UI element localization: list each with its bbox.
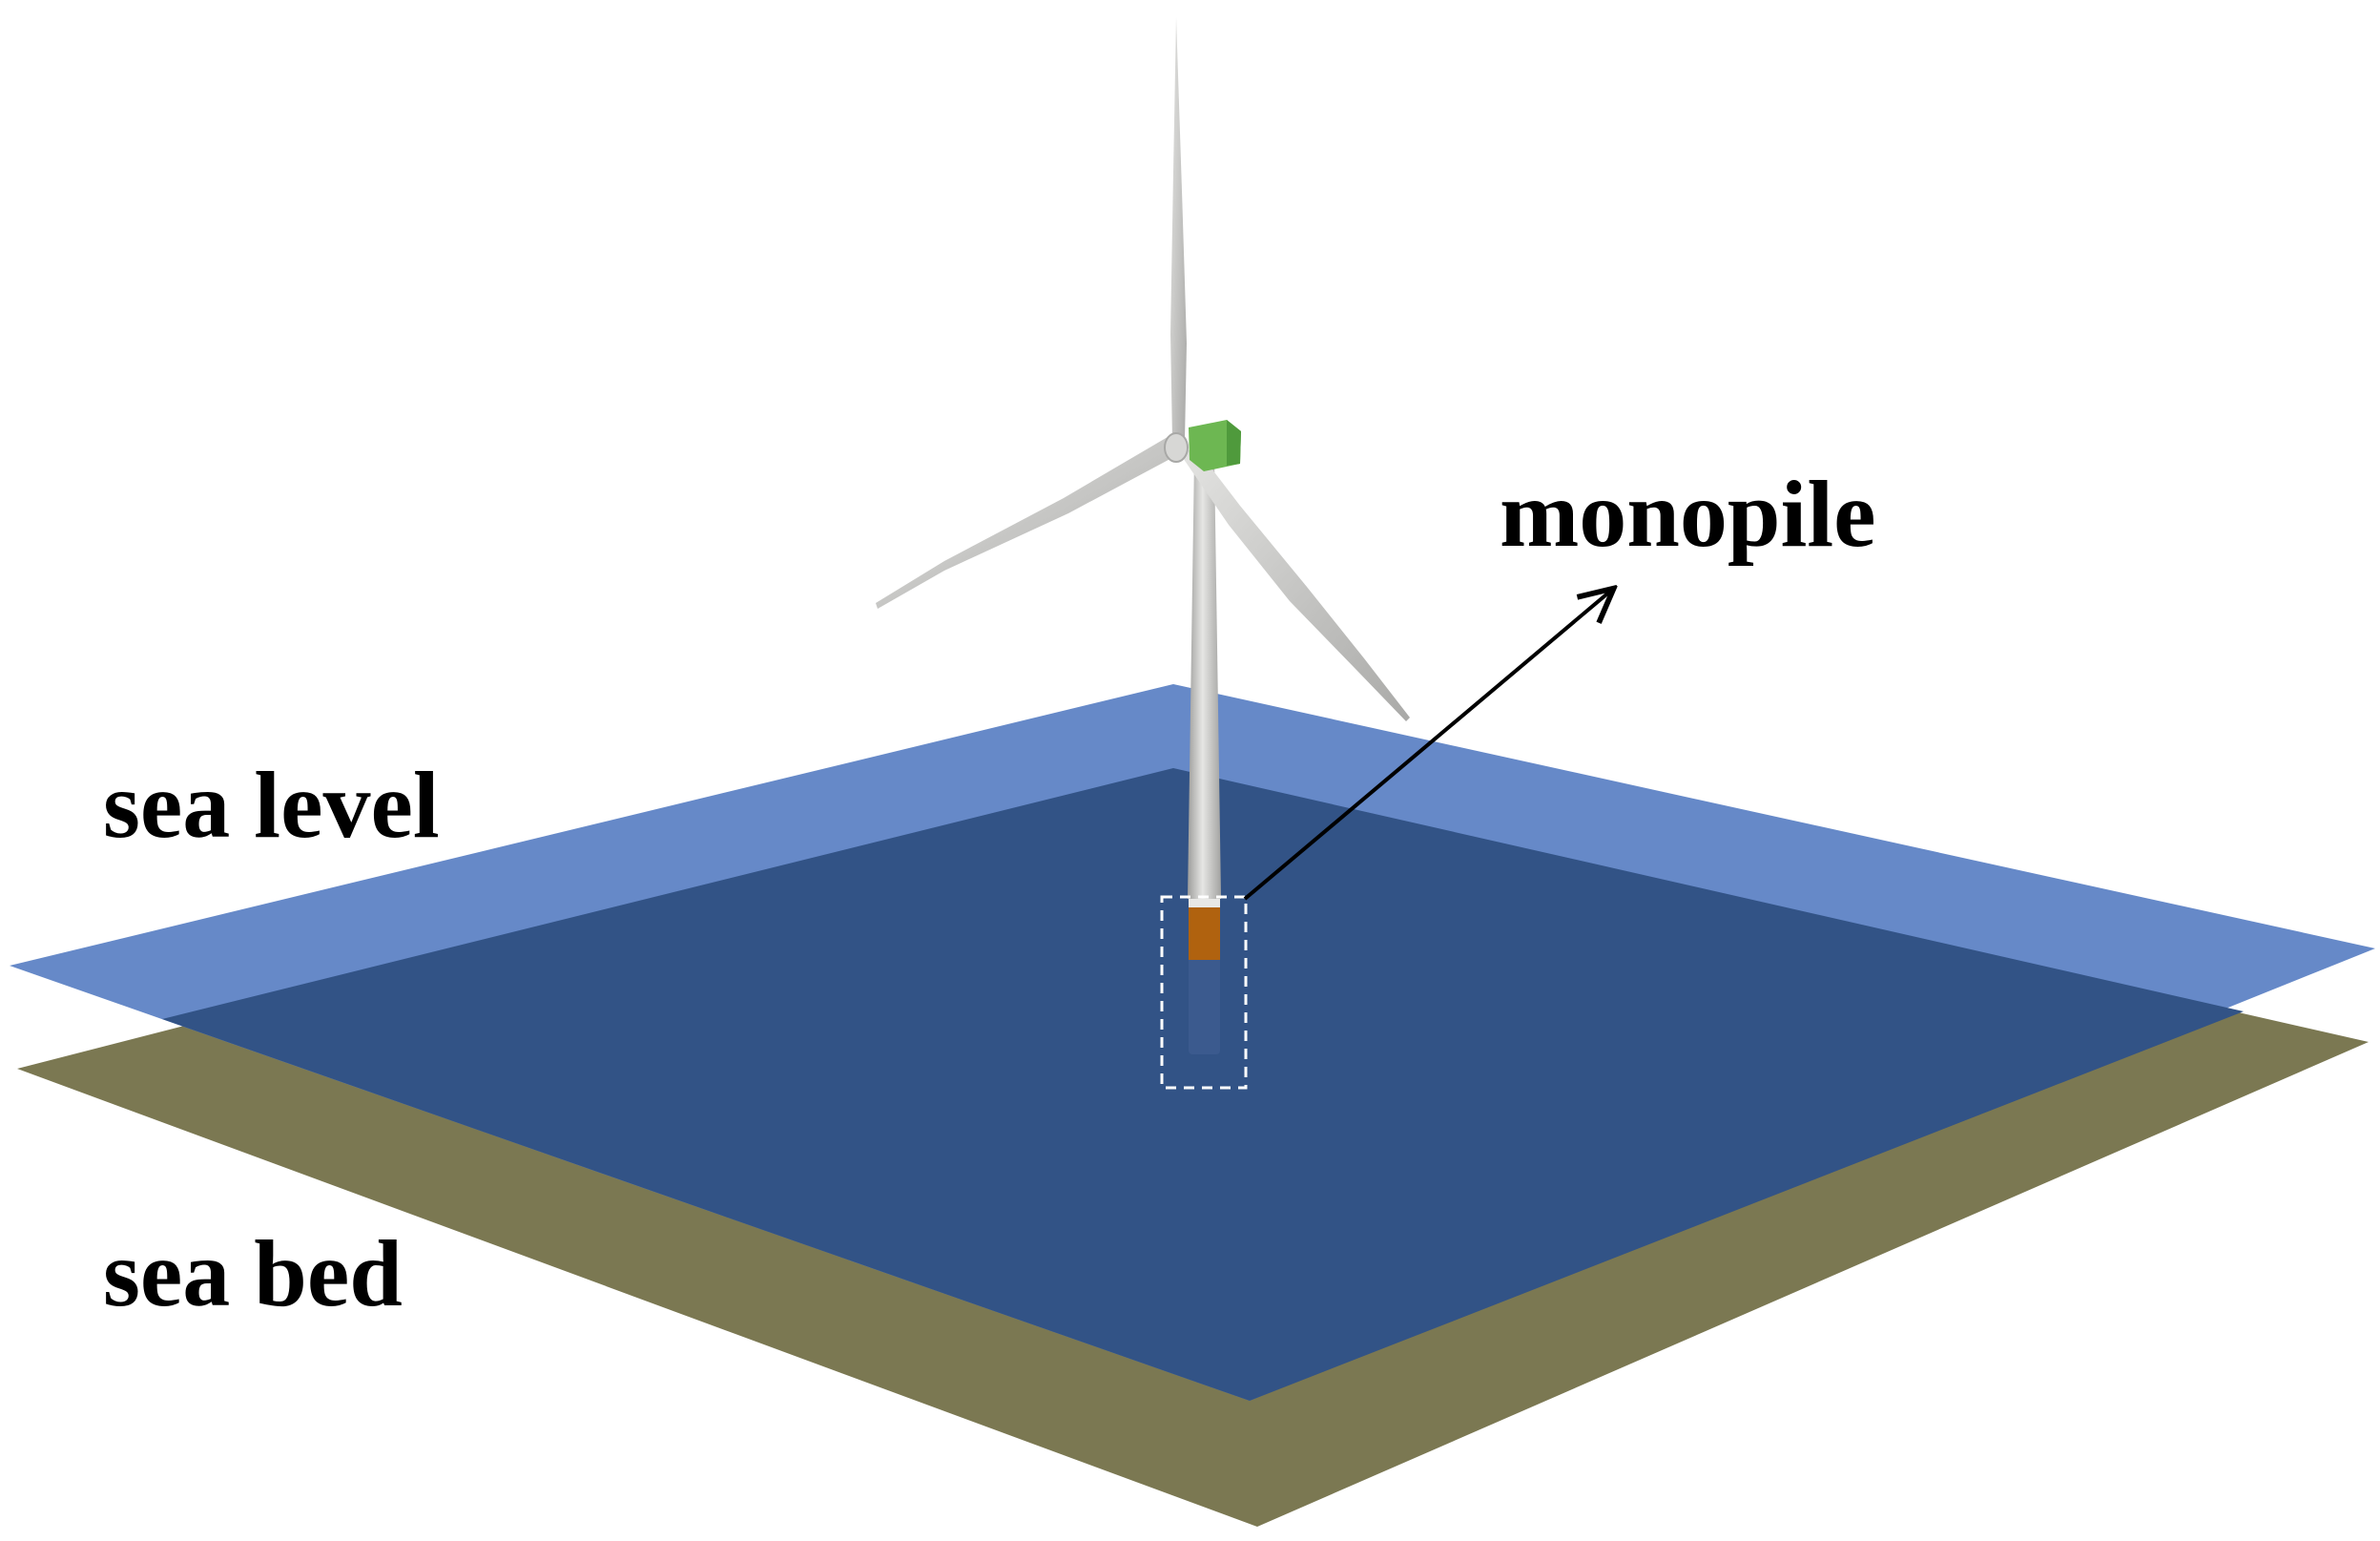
monopile-callout-arrow xyxy=(1243,590,1612,901)
turbine-tower xyxy=(1188,458,1221,899)
monopile-label: monopile xyxy=(1500,461,1875,567)
turbine-blade-left xyxy=(876,437,1179,609)
monopile-submerged-section xyxy=(1189,956,1220,1054)
turbine-blade-right xyxy=(1179,448,1410,721)
monopile-highlight-box xyxy=(1160,895,1248,1090)
sea-level-label: sea level xyxy=(103,752,440,858)
sea-water-volume xyxy=(162,768,2244,1401)
turbine-nacelle-shade xyxy=(1227,420,1241,466)
turbine-hub xyxy=(1164,432,1189,463)
monopile-transition-piece xyxy=(1189,906,1220,960)
sea-bed-label: sea bed xyxy=(103,1220,403,1326)
turbine-blade-up xyxy=(1170,17,1187,441)
monopile-top-ring xyxy=(1189,898,1220,907)
